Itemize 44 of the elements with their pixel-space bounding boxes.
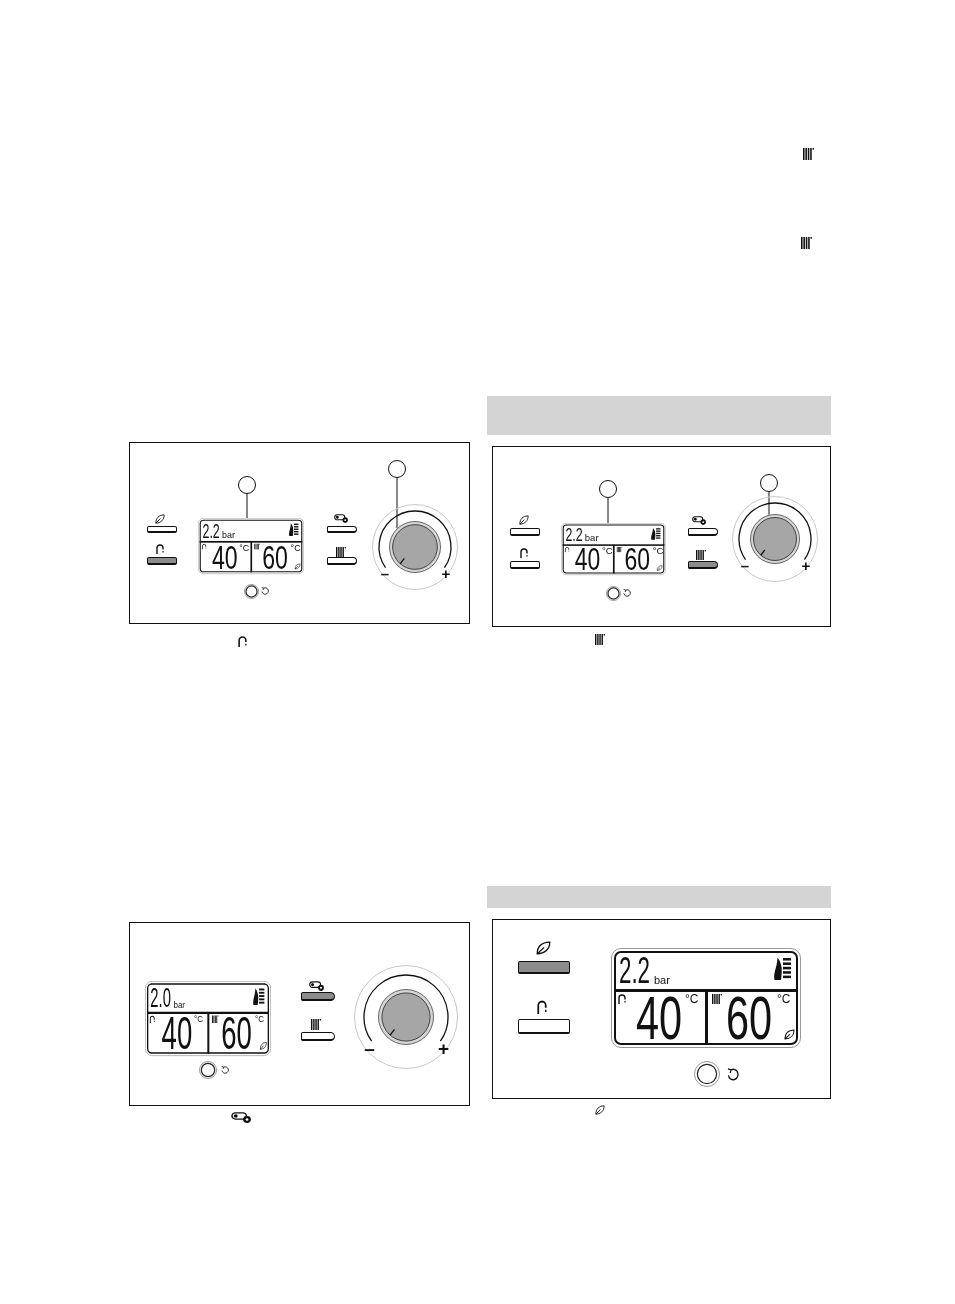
- pressure-value: 2.0: [150, 987, 171, 1008]
- unit-label: °C: [652, 546, 664, 556]
- temperature-value: 40: [161, 1017, 193, 1052]
- dial-label: +: [437, 1038, 449, 1058]
- temperature-value: 60: [726, 996, 773, 1042]
- leader-line: [246, 493, 248, 519]
- unit-label: °C: [601, 546, 613, 556]
- dial-label: –: [364, 1038, 375, 1058]
- lcd-display: [611, 948, 801, 1048]
- unit-label: bar: [222, 530, 235, 540]
- unit-label: °C: [685, 993, 699, 1005]
- section-band: [487, 886, 831, 908]
- rotary-knob: [389, 521, 441, 573]
- temperature-value: 40: [211, 544, 238, 571]
- pressure-value: 2.2: [202, 523, 220, 539]
- unit-label: bar: [173, 1000, 185, 1010]
- dial-label: –: [740, 557, 750, 573]
- temperature-value: 40: [636, 996, 683, 1042]
- temperature-value: 60: [262, 544, 288, 571]
- unit-label: °C: [777, 993, 791, 1005]
- temperature-value: 60: [624, 547, 651, 572]
- leader-line: [607, 497, 609, 524]
- callout-circle: [388, 460, 406, 478]
- temperature-value: 60: [221, 1017, 252, 1052]
- temperature-value: 40: [574, 547, 601, 572]
- unit-label: bar: [654, 974, 670, 986]
- dial-label: –: [380, 565, 390, 581]
- dial-label: +: [441, 565, 451, 581]
- callout-circle: [760, 474, 778, 492]
- unit-label: °C: [290, 543, 301, 553]
- section-band: [487, 396, 831, 435]
- dial-label: +: [801, 557, 811, 573]
- unit-label: °C: [194, 1014, 203, 1024]
- unit-label: bar: [584, 534, 599, 544]
- pressure-value: 2.2: [565, 527, 583, 542]
- callout-circle: [238, 476, 256, 494]
- unit-label: °C: [255, 1014, 264, 1024]
- callout-circle: [599, 480, 617, 498]
- rotary-knob: [378, 989, 434, 1045]
- rotary-knob: [750, 514, 800, 564]
- leader-line: [396, 477, 398, 529]
- pressure-value: 2.2: [619, 957, 651, 984]
- unit-label: °C: [239, 543, 250, 553]
- leader-line: [768, 491, 770, 516]
